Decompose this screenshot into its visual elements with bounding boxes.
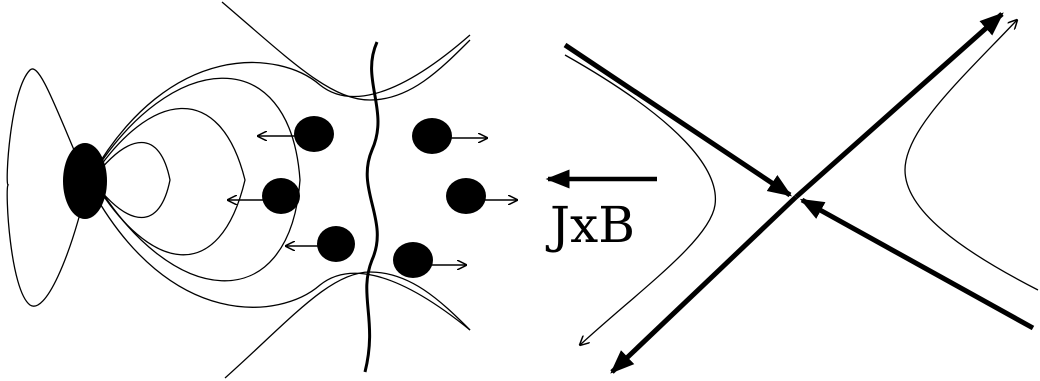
upper-separatrix: [91, 34, 471, 176]
outflow-down-left: [610, 195, 798, 374]
field-loop-3: [91, 77, 301, 282]
field-loop-2: [91, 107, 246, 256]
inflow-top-left: [563, 42, 792, 198]
plasmoid-left-middle: [262, 178, 300, 214]
left-hyperbola: [564, 54, 717, 345]
outer-hyperbola-top: [221, 1, 471, 101]
plasmoid-right-top: [412, 118, 452, 154]
left-panel: [6, 1, 471, 379]
inflow-bottom-right: [799, 197, 1035, 331]
outflow-up-right: [794, 12, 1004, 199]
right-hyperbola: [904, 20, 1039, 291]
lower-separatrix: [91, 189, 471, 331]
plasmoids: [262, 116, 486, 278]
central-body: [63, 143, 107, 219]
force-indicator: JxB: [545, 169, 657, 254]
plasmoid-right-middle: [446, 178, 486, 214]
plasmoid-left-top: [294, 116, 334, 152]
jxb-label: JxB: [545, 196, 635, 254]
right-panel: [563, 12, 1039, 374]
plasmoid-left-bottom: [317, 226, 355, 262]
outer-field-line: [6, 68, 89, 307]
field-loop-1: [91, 141, 171, 219]
motion-arrows: [228, 136, 517, 265]
outer-hyperbola-bottom: [224, 271, 471, 379]
current-sheet: [363, 41, 380, 373]
plasmoid-right-bottom: [393, 242, 433, 278]
